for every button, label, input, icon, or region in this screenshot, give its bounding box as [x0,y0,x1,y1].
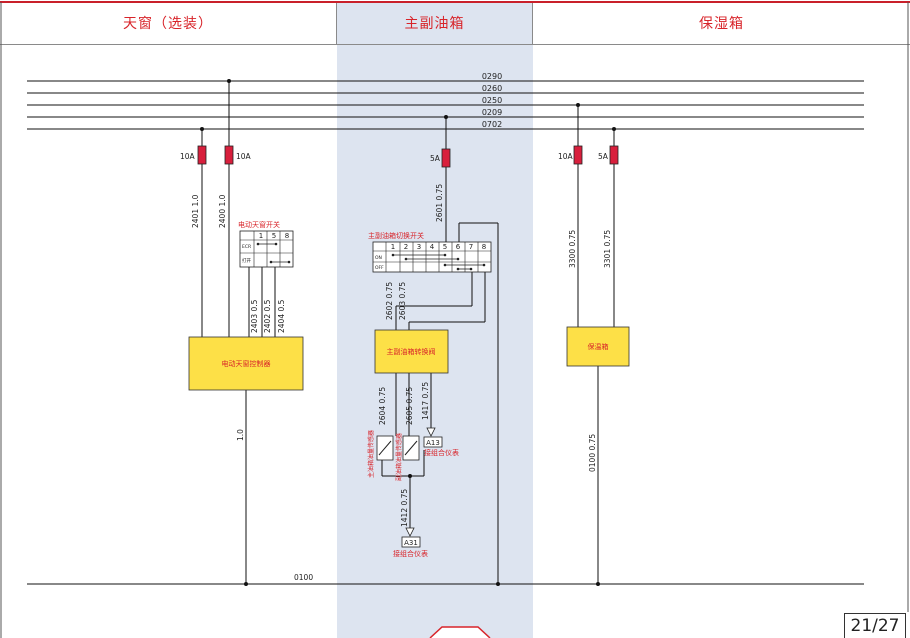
sunroof-controller-label: 电动天窗控制器 [222,359,271,368]
bus-label: 0702 [482,120,502,129]
tank-switch-title: 主副油箱切换开关 [368,231,424,240]
tank-switch [372,241,492,273]
bus-label: 0250 [482,96,502,105]
warm-box-label: 保温箱 [588,342,609,351]
bus-label: 0290 [482,72,502,81]
sunroof-switch [239,230,294,268]
junction-dot [244,582,248,586]
wire-label: 2402 0.5 [263,299,272,333]
switch-row-label: ECR [242,244,251,250]
wire-label: 0100 0.75 [588,434,597,472]
switch-pin-label: 1 [391,243,395,251]
tank-valve-label: 主副油箱转换阀 [387,347,436,356]
page-number: 21/27 [844,613,906,638]
connector-arrow-icon [426,427,436,437]
junction-dot [612,127,616,131]
fuse-label: 10A [180,152,196,161]
wire-label: 2603 0.75 [398,282,407,320]
connector-tag-a31 [401,536,421,548]
wire-label: 2404 0.5 [277,299,286,333]
switch-pin-label: 8 [482,243,486,251]
wire-label: 1417 0.75 [421,382,430,420]
wire-label: 1412 0.75 [400,489,409,527]
wire-label: 2401 1.0 [191,194,200,228]
connector-a13-label: 接组合仪表 [424,448,459,457]
ground-label: 0100 [294,573,313,582]
page-tab-icon[interactable] [429,626,491,638]
fuse-label: 10A [558,152,574,161]
fuse-label: 10A [236,152,252,161]
wire-label: 1.0 [236,429,245,441]
switch-pin-label: 7 [469,243,473,251]
aux-sensor-label: 副油箱油量传感器 [395,433,403,481]
fuse-icon [609,145,619,165]
wire-label: 3301 0.75 [603,230,612,268]
switch-pin-label: 5 [443,243,447,251]
junction-dot [227,79,231,83]
switch-pin-label: 8 [285,232,289,240]
tank-valve-box [374,329,449,374]
fuse-label: 5A [430,154,441,163]
section-header-sunroof: 天窗（选装） [0,2,337,45]
main-sensor-label: 主油箱油量传感器 [367,430,375,478]
sensor-icon [376,435,420,461]
fuse-label: 5A [598,152,609,161]
switch-pin-label: 2 [404,243,408,251]
fuse-icon [224,145,234,165]
switch-row-label: ON [375,255,382,261]
fuse-icon [441,148,451,168]
switch-pin-label: 5 [272,232,276,240]
wire-label: 2403 0.5 [250,299,259,333]
bus-label: 0209 [482,108,502,117]
switch-pin-label: 4 [430,243,435,251]
wire-label: 2604 0.75 [378,387,387,425]
junction-dot [200,127,204,131]
fuse-icon [197,145,207,165]
section-header-warm-box: 保湿箱 [533,2,910,45]
junction-dot [444,115,448,119]
sunroof-controller-box [188,336,304,391]
sunroof-switch-title: 电动天窗开关 [238,220,280,229]
connector-tag-a13 [423,436,443,448]
connector-a13: A13 [426,439,440,447]
wire-label: 3300 0.75 [568,230,577,268]
junction-dot [408,474,412,478]
switch-pin-label: 6 [456,243,461,251]
connector-a31-label: 接组合仪表 [393,549,428,558]
junction-dot [576,103,580,107]
junction-dot [496,582,500,586]
switch-row-label: 打开 [242,257,251,264]
fuse-icon [573,145,583,165]
connector-arrow-icon [405,527,415,537]
junction-dot [596,582,600,586]
wire-label: 2605 0.75 [405,387,414,425]
switch-pin-label: 3 [417,243,421,251]
switch-row-label: OFF [375,265,384,271]
bus-label: 0260 [482,84,502,93]
wire-label: 2601 0.75 [435,184,444,222]
wire-label: 2602 0.75 [385,282,394,320]
switch-pin-label: 1 [259,232,263,240]
section-header-fuel-tanks: 主副油箱 [337,2,533,45]
warm-box-box [566,326,630,367]
wire-label: 2400 1.0 [218,194,227,228]
connector-a31: A31 [404,539,418,547]
